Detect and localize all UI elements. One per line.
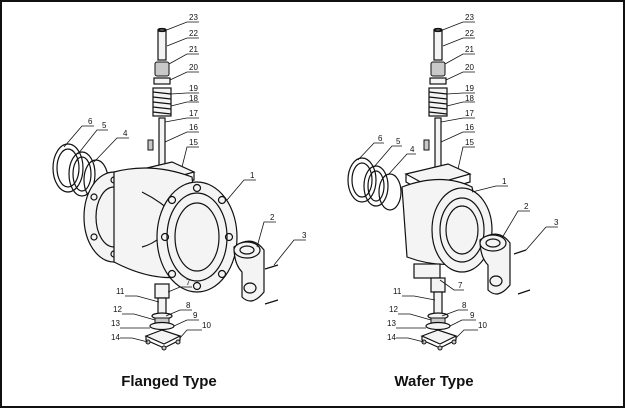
left-callout-numbers: 23 22 21 20 19 18 17 16 15 6 5 4 1 2 3 7… bbox=[88, 13, 307, 342]
stem-top bbox=[157, 29, 167, 61]
pin-lower bbox=[264, 299, 279, 305]
callout-22-wafer: 22 bbox=[465, 29, 474, 38]
callout-9-wafer: 9 bbox=[470, 311, 475, 320]
callout-21: 21 bbox=[189, 45, 198, 54]
callout-5-wafer: 5 bbox=[396, 137, 401, 146]
wafer-face bbox=[431, 187, 493, 273]
callout-11-wafer: 11 bbox=[393, 287, 402, 296]
ball bbox=[233, 240, 265, 302]
flanged-valve-assembly: 23 22 21 20 19 18 17 16 15 6 5 4 1 2 3 7… bbox=[52, 13, 307, 351]
callout-9: 9 bbox=[193, 311, 198, 320]
callout-17-wafer: 17 bbox=[465, 109, 474, 118]
callout-2: 2 bbox=[270, 213, 275, 222]
callout-13: 13 bbox=[111, 319, 120, 328]
front-flange bbox=[156, 181, 238, 293]
spring-stack bbox=[152, 87, 172, 117]
callout-12-wafer: 12 bbox=[389, 305, 398, 314]
callout-18-wafer: 18 bbox=[465, 94, 474, 103]
callout-1: 1 bbox=[250, 171, 255, 180]
pin-upper bbox=[264, 264, 279, 270]
callout-8: 8 bbox=[186, 301, 191, 310]
left-leaders bbox=[63, 21, 306, 343]
spring-stack-wafer bbox=[428, 87, 448, 117]
callout-23: 23 bbox=[189, 13, 198, 22]
callout-6: 6 bbox=[88, 117, 93, 126]
callout-18: 18 bbox=[189, 94, 198, 103]
callout-12: 12 bbox=[113, 305, 122, 314]
callout-16-wafer: 16 bbox=[465, 123, 474, 132]
callout-14-wafer: 14 bbox=[387, 333, 396, 342]
stem-nut-wafer bbox=[430, 61, 446, 77]
callout-7-wafer: 7 bbox=[458, 281, 463, 290]
callout-10-wafer: 10 bbox=[478, 321, 487, 330]
callout-13-wafer: 13 bbox=[387, 319, 396, 328]
callout-19: 19 bbox=[189, 84, 198, 93]
callout-3: 3 bbox=[302, 231, 307, 240]
seat-ring-6 bbox=[52, 143, 84, 193]
callout-14: 14 bbox=[111, 333, 120, 342]
callout-16: 16 bbox=[189, 123, 198, 132]
callout-10: 10 bbox=[202, 321, 211, 330]
callout-23-wafer: 23 bbox=[465, 13, 474, 22]
caption-wafer-type: Wafer Type bbox=[394, 373, 473, 390]
callout-17: 17 bbox=[189, 109, 198, 118]
callout-11: 11 bbox=[116, 287, 125, 296]
callout-4-wafer: 4 bbox=[410, 145, 415, 154]
callout-15-wafer: 15 bbox=[465, 138, 474, 147]
callout-20-wafer: 20 bbox=[465, 63, 474, 72]
callout-22: 22 bbox=[189, 29, 198, 38]
stem-nut bbox=[154, 61, 170, 77]
callout-6-wafer: 6 bbox=[378, 134, 383, 143]
callout-5: 5 bbox=[102, 121, 107, 130]
callout-15: 15 bbox=[189, 138, 198, 147]
caption-flanged-type: Flanged Type bbox=[121, 373, 217, 390]
ball-wafer bbox=[479, 233, 511, 295]
callout-8-wafer: 8 bbox=[462, 301, 467, 310]
callout-3-wafer: 3 bbox=[554, 218, 559, 227]
callout-1-wafer: 1 bbox=[502, 177, 507, 186]
seat-ring-5 bbox=[68, 151, 96, 197]
callout-4: 4 bbox=[123, 129, 128, 138]
callout-7: 7 bbox=[186, 278, 191, 287]
callout-21-wafer: 21 bbox=[465, 45, 474, 54]
right-leaders bbox=[357, 21, 558, 343]
callout-2-wafer: 2 bbox=[524, 202, 529, 211]
right-callout-numbers: 23 22 21 20 19 18 17 16 15 6 5 4 1 2 3 7… bbox=[378, 13, 559, 342]
callout-19-wafer: 19 bbox=[465, 84, 474, 93]
callout-20: 20 bbox=[189, 63, 198, 72]
wafer-valve-assembly: 23 22 21 20 19 18 17 16 15 6 5 4 1 2 3 7… bbox=[347, 13, 559, 351]
